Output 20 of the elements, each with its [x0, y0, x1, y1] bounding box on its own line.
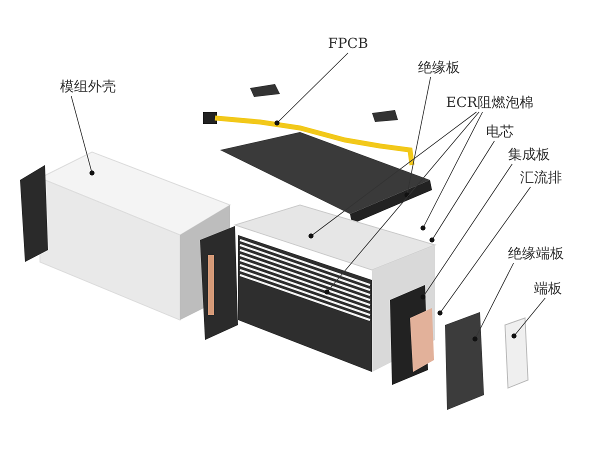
leader-line	[324, 112, 480, 294]
leader-line	[274, 52, 348, 126]
leader-line	[70, 96, 94, 176]
part-label: 绝缘板	[418, 60, 460, 77]
part-label: FPCB	[328, 36, 368, 53]
leader-line	[420, 164, 513, 300]
part-label: 绝缘端板	[508, 246, 564, 263]
part-label: 汇流排	[520, 170, 562, 187]
leader-line	[438, 186, 531, 316]
part-label: ECR阻燃泡棉	[446, 95, 534, 112]
part-label: 电芯	[486, 124, 514, 141]
part-label: 集成板	[508, 147, 550, 164]
leader-line	[430, 140, 495, 242]
leader-line	[512, 298, 546, 338]
leader-line	[308, 112, 477, 238]
part-label: 端板	[534, 281, 562, 298]
leader-line	[472, 262, 514, 342]
part-label: 模组外壳	[60, 79, 116, 96]
leader-line	[404, 76, 431, 198]
leader-line	[420, 112, 483, 230]
